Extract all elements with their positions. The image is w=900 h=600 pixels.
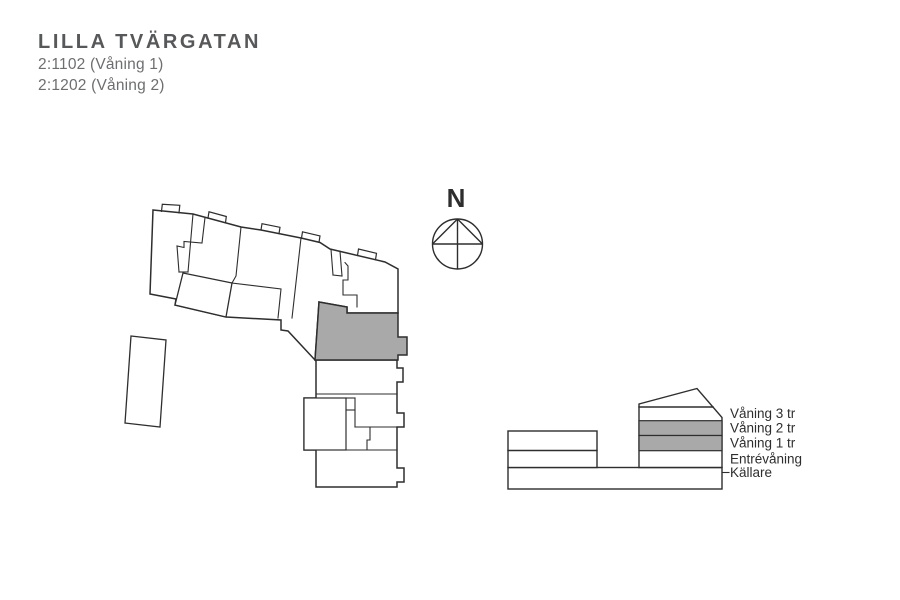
floor-labels: Våning 3 tr Våning 2 tr Våning 1 tr Entr… — [730, 406, 802, 480]
floor-band-vaning-1 — [638, 434, 723, 452]
balcony-tab-icon — [160, 203, 181, 214]
page-title: LILLA TVÄRGATAN — [38, 31, 262, 53]
detached-building-outline — [124, 335, 167, 428]
balcony-tab-icon — [207, 211, 227, 224]
elevation-low-wing — [507, 430, 598, 469]
compass-rose-icon — [431, 218, 484, 270]
balcony-tab-icon — [300, 231, 321, 243]
apartment-id-line-2: 2:1202 (Våning 2) — [38, 77, 165, 94]
protruding-unit-outline — [174, 272, 233, 318]
balcony-tab-icon — [356, 248, 378, 261]
site-plan — [124, 203, 408, 488]
east-wing-interior-walls — [315, 393, 398, 451]
balcony-tabs — [160, 203, 378, 261]
compass: N — [431, 183, 484, 270]
protruding-room-outline — [303, 397, 347, 451]
balcony-tab-icon — [260, 222, 281, 235]
floor-label-vaning-3: Våning 3 tr — [730, 406, 796, 421]
apartment-id-line-1: 2:1102 (Våning 1) — [38, 56, 164, 73]
highlighted-unit — [314, 301, 408, 361]
elevation-basement — [507, 466, 723, 490]
compass-north-label: N — [447, 183, 466, 213]
floor-band-vaning-2 — [638, 420, 723, 437]
floor-label-vaning-2: Våning 2 tr — [730, 421, 796, 436]
floor-label-kallare: Källare — [730, 465, 772, 480]
floor-label-entrevaning: Entrévåning — [730, 452, 802, 467]
north-wing-interior-walls — [176, 213, 358, 319]
elevation-diagram: Våning 3 tr Våning 2 tr Våning 1 tr Entr… — [507, 387, 802, 490]
floor-label-vaning-1: Våning 1 tr — [730, 436, 796, 451]
